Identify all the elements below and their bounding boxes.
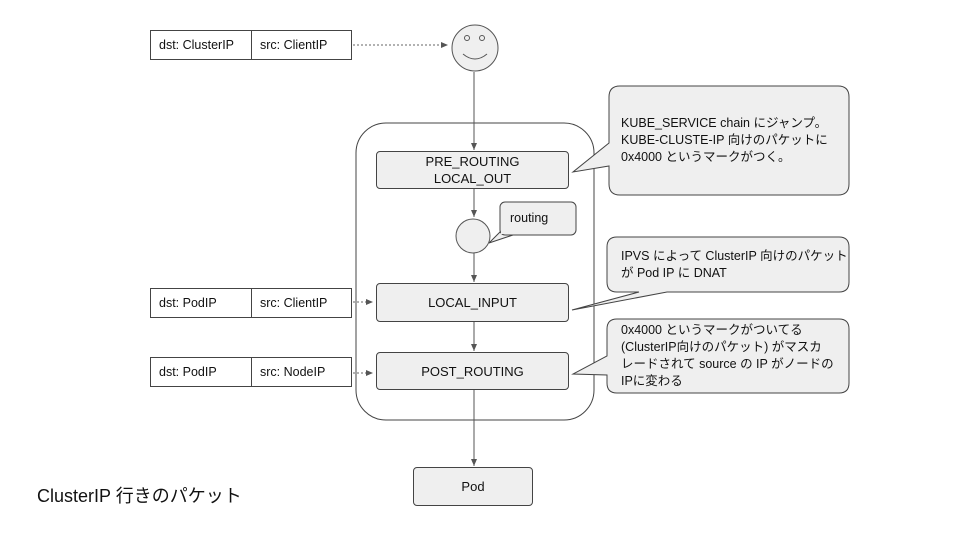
callout-masquerade-text: 0x4000 というマークがついてる (ClusterIP向けのパケット) がマ… xyxy=(621,323,834,388)
packet-dst: dst: ClusterIP xyxy=(159,38,235,52)
routing-circle xyxy=(455,218,491,254)
callout-kube-service-text: KUBE_SERVICE chain にジャンプ。 KUBE-CLUSTE-IP… xyxy=(621,116,828,164)
callout-masquerade xyxy=(571,318,850,394)
packet-src: src: NodeIP xyxy=(251,358,351,386)
packet-dst: dst: PodIP xyxy=(159,365,217,379)
client-smiley-icon xyxy=(451,24,499,72)
diagram-caption: ClusterIP 行きのパケット xyxy=(37,486,242,506)
callout-kube-service xyxy=(571,85,850,196)
routing-label-box xyxy=(499,201,577,236)
node-frame xyxy=(355,122,595,421)
callout-ipvs xyxy=(571,236,850,311)
packet-src: src: ClientIP xyxy=(251,31,351,59)
packet-dst: dst: PodIP xyxy=(159,296,217,310)
pod-box: Pod xyxy=(413,467,533,506)
callout-ipvs-text: IPVS によって ClusterIP 向けのパケット が Pod IP に D… xyxy=(621,249,848,280)
packet-header-1: dst: ClusterIP src: ClientIP xyxy=(150,30,352,60)
routing-label: routing xyxy=(510,211,549,225)
packet-src: src: ClientIP xyxy=(251,289,351,317)
packet-header-2: dst: PodIP src: ClientIP xyxy=(150,288,352,318)
local-input-box: LOCAL_INPUT xyxy=(376,283,569,322)
packet-header-3: dst: PodIP src: NodeIP xyxy=(150,357,352,387)
pre-routing-box: PRE_ROUTING LOCAL_OUT xyxy=(376,151,569,189)
post-routing-box: POST_ROUTING xyxy=(376,352,569,390)
